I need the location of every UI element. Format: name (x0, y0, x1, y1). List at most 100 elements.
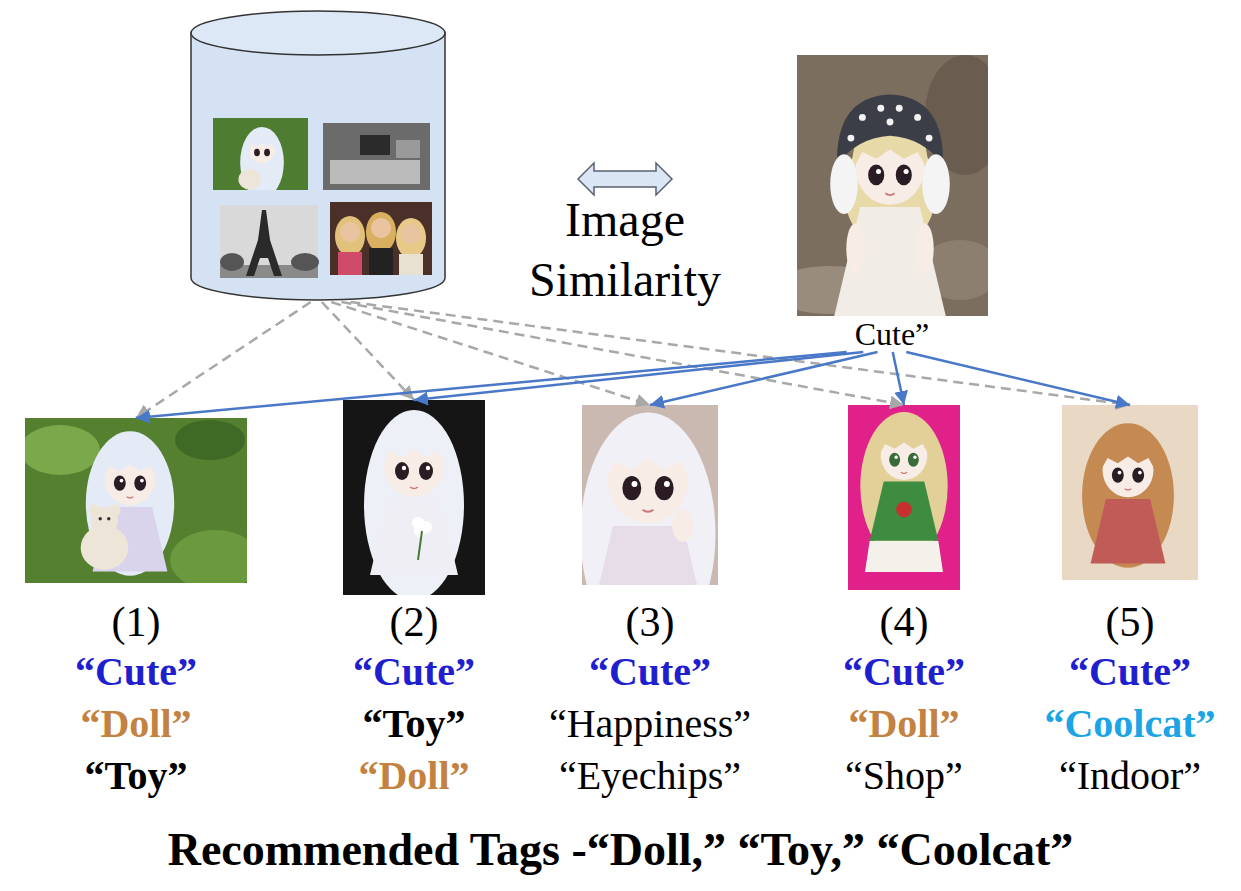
result-photo (865, 541, 943, 572)
thumbnail (220, 205, 319, 278)
query-photo (859, 114, 866, 121)
tag: “Eyechips” (559, 750, 741, 802)
cylinder-body (191, 33, 445, 300)
result-photo (1118, 471, 1122, 475)
result-photo (418, 531, 422, 560)
result-photo (632, 481, 638, 487)
result-photo (860, 412, 947, 572)
tag: “Cute” (589, 646, 711, 698)
tag: “Cute” (353, 646, 475, 698)
result-photo (127, 497, 134, 498)
query-image: Cute” (797, 55, 988, 352)
result-photo (878, 422, 930, 456)
query-photo (830, 94, 950, 316)
result-photo (643, 510, 654, 512)
thumbnail (238, 127, 283, 190)
thumbnail (240, 127, 284, 190)
thumbnail (338, 252, 362, 275)
callout-number: (1) (112, 598, 161, 646)
result-photo (120, 479, 124, 483)
result-photo (1062, 405, 1198, 580)
thumbnail (330, 202, 432, 275)
result-photo (1112, 467, 1124, 482)
result-photo (1082, 423, 1174, 568)
result-photo (175, 420, 245, 460)
result-photo (582, 405, 718, 585)
result-photo (381, 423, 447, 467)
result-photo (894, 456, 897, 459)
query-photo (830, 154, 858, 214)
result-photo (870, 482, 939, 541)
query-photo (868, 165, 884, 186)
thumbnail (360, 135, 390, 155)
image-area (343, 400, 485, 598)
thumbnail (213, 118, 308, 190)
result-photo (1132, 467, 1144, 482)
result-photo (370, 499, 458, 575)
thumbnail (401, 224, 421, 244)
result-photo (896, 502, 912, 518)
query-photo (876, 169, 881, 174)
connector-layer (136, 302, 1130, 418)
thumbnail (396, 140, 420, 158)
thumbnail (248, 132, 276, 150)
result-photo (1062, 405, 1198, 580)
result-photo (364, 410, 464, 595)
tag: “Cute” (843, 646, 965, 698)
image-area (797, 55, 988, 316)
query-photo (915, 223, 933, 274)
result-photo (913, 456, 916, 459)
similarity-label: Image Similarity (513, 190, 737, 310)
callout-number: (3) (626, 598, 675, 646)
thumbnail (399, 254, 423, 275)
result-photo (25, 425, 100, 475)
result-photo (655, 476, 674, 500)
dashed-arrow (331, 302, 650, 405)
similarity-arrow (578, 163, 672, 195)
result-photo (140, 479, 144, 483)
query-photo (797, 55, 988, 316)
query-photo (904, 169, 909, 174)
dashed-arrow (322, 302, 414, 400)
result-photo (364, 410, 464, 595)
tag: “Doll” (848, 698, 959, 750)
thumbnail (238, 169, 260, 189)
callout-number: (4) (880, 598, 929, 646)
result-photo (901, 472, 907, 473)
thumbnail (254, 149, 260, 157)
cylinder-outline (190, 10, 446, 302)
result-photo (603, 423, 692, 482)
result-photo (410, 487, 418, 489)
tag: “Cute” (75, 646, 197, 698)
cylinder-top (191, 11, 445, 55)
result-photo (426, 466, 430, 470)
result-photo (582, 413, 716, 586)
result-photo (81, 431, 175, 576)
result-photo (1100, 434, 1156, 471)
result-image: (4)“Cute”“Doll”“Shop” (837, 405, 971, 802)
image-area (1062, 405, 1198, 598)
result-photo (395, 462, 409, 480)
callout-number: (2) (390, 598, 439, 646)
caption: Recommended Tags -“Doll,” “Toy,” “Coolca… (0, 822, 1241, 878)
result-photo (582, 413, 716, 586)
tag: “Cute” (1069, 646, 1191, 698)
result-image: (1)“Cute”“Doll”“Toy” (25, 418, 247, 802)
thumbnail (366, 212, 396, 252)
thumbnail (335, 216, 365, 256)
similarity-arrow (414, 352, 863, 400)
thumbnail (396, 218, 426, 258)
result-photo (664, 481, 670, 487)
query-photo (837, 94, 943, 165)
result-photo (170, 530, 247, 583)
thumbnail (246, 210, 282, 276)
thumbnail (330, 202, 432, 275)
similarity-arrow (650, 352, 877, 405)
callout-number: (5) (1106, 598, 1155, 646)
query-photo (847, 135, 854, 142)
result-photo (114, 475, 126, 490)
tag: “Doll” (358, 750, 469, 802)
thumbnail (220, 205, 318, 278)
dashed-arrow (136, 302, 311, 418)
result-photo (908, 453, 919, 467)
